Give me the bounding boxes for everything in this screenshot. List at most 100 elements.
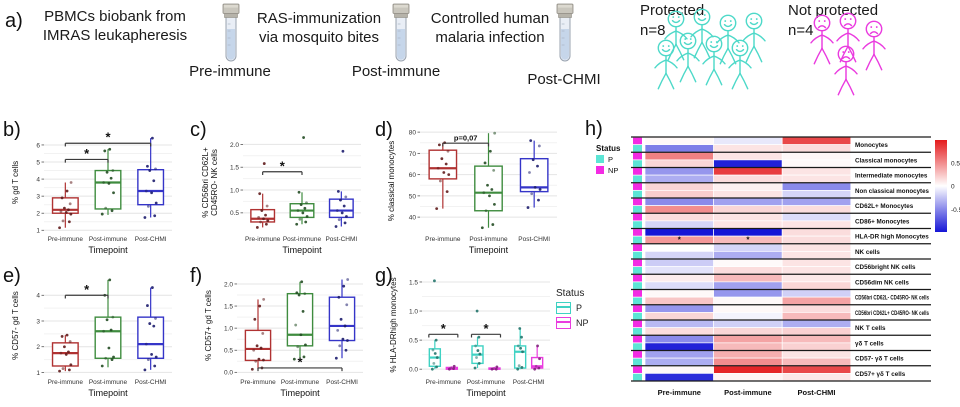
svg-text:% CD57- gd T cells: % CD57- gd T cells — [11, 291, 20, 360]
svg-text:Post-CHMI: Post-CHMI — [325, 236, 357, 243]
svg-text:Post-immune: Post-immune — [89, 236, 128, 243]
svg-text:*: * — [84, 282, 90, 297]
svg-text:40: 40 — [409, 215, 417, 222]
svg-text:0.5: 0.5 — [409, 338, 418, 345]
svg-text:1: 1 — [36, 370, 40, 377]
svg-text:*: * — [483, 321, 489, 336]
not-protected-label: Not protected — [788, 2, 879, 19]
sample-tube-icon — [556, 3, 574, 62]
workflow-step-2-text: RAS-immunization via mosquito bites — [245, 10, 393, 48]
svg-text:% HLA-DRhigh monocytes: % HLA-DRhigh monocytes — [389, 277, 398, 372]
svg-text:*: * — [105, 130, 111, 145]
svg-text:4: 4 — [36, 176, 40, 183]
svg-text:CD57- γδ T cells: CD57- γδ T cells — [855, 356, 904, 363]
panel-d-label: d) — [375, 119, 393, 141]
svg-text:*: * — [441, 321, 447, 336]
timepoint-label-pre-immune: Pre-immune — [189, 63, 271, 80]
svg-text:γδ T cells: γδ T cells — [855, 340, 884, 347]
svg-text:NK T cells: NK T cells — [855, 325, 886, 332]
svg-text:CD86+ Monocytes: CD86+ Monocytes — [855, 218, 910, 225]
status-p-swatch — [556, 302, 571, 314]
svg-text:Pre-immune: Pre-immune — [426, 379, 462, 386]
workflow-step-3-line-1: Controlled human — [430, 10, 550, 27]
svg-text:Post-CHMI: Post-CHMI — [326, 379, 358, 386]
svg-text:0.5: 0.5 — [230, 210, 239, 217]
svg-text:% classical monocytes: % classical monocytes — [387, 141, 396, 221]
svg-text:p=0,07: p=0,07 — [454, 134, 478, 143]
svg-text:80: 80 — [409, 130, 417, 137]
svg-text:1.0: 1.0 — [224, 326, 233, 333]
timepoint-label-post-chmi: Post-CHMI — [527, 71, 601, 88]
svg-text:Non classical monocytes: Non classical monocytes — [855, 188, 929, 195]
protected-stick-figures — [654, 8, 766, 90]
svg-text:Timepoint: Timepoint — [88, 388, 128, 398]
svg-text:Post-immune: Post-immune — [467, 379, 506, 386]
svg-text:Pre-immune: Pre-immune — [658, 388, 701, 397]
panel-g-label: g) — [375, 265, 393, 287]
workflow-step-1-line-1: PBMCs biobank from — [44, 8, 186, 25]
svg-text:Pre-immune: Pre-immune — [48, 236, 84, 243]
panel-f-label: f) — [190, 265, 203, 287]
svg-text:2: 2 — [36, 344, 40, 351]
svg-text:*: * — [746, 236, 750, 245]
svg-text:% gd T cells: % gd T cells — [11, 161, 20, 204]
svg-text:Post-immune: Post-immune — [281, 379, 320, 386]
svg-text:CD56bri CD62L+ CD45RO- NK cell: CD56bri CD62L+ CD45RO- NK cells — [855, 310, 929, 317]
status-legend: Status P NP — [556, 288, 589, 332]
svg-text:60: 60 — [409, 172, 417, 179]
svg-text:Post-CHMI: Post-CHMI — [135, 379, 167, 386]
svg-text:1.5: 1.5 — [230, 165, 239, 172]
svg-text:0.5: 0.5 — [224, 348, 233, 355]
svg-text:50: 50 — [409, 193, 417, 200]
svg-text:CD56bright NK cells: CD56bright NK cells — [855, 264, 916, 271]
svg-text:0.5: 0.5 — [951, 160, 960, 167]
svg-text:Timepoint: Timepoint — [466, 388, 506, 398]
panel-h-label: h) — [585, 118, 603, 140]
svg-text:*: * — [678, 236, 682, 245]
svg-text:Timepoint: Timepoint — [282, 245, 322, 255]
svg-text:3: 3 — [36, 194, 40, 201]
svg-text:*: * — [297, 354, 303, 369]
svg-text:Post-immune: Post-immune — [724, 388, 772, 397]
panel-e-label: e) — [3, 265, 21, 287]
svg-text:0.0: 0.0 — [224, 370, 233, 377]
svg-text:1.5: 1.5 — [409, 279, 418, 286]
svg-text:CD62L+ Monocytes: CD62L+ Monocytes — [855, 203, 914, 210]
svg-text:Post-CHMI: Post-CHMI — [518, 236, 550, 243]
sample-tube-icon — [222, 3, 240, 62]
svg-text:CD56bri CD62L- CD45RO- NK cell: CD56bri CD62L- CD45RO- NK cells — [855, 295, 929, 302]
workflow-step-1-line-2: IMRAS leukapheresis — [42, 26, 188, 44]
svg-text:Post-CHMI: Post-CHMI — [798, 388, 836, 397]
svg-text:0.0: 0.0 — [409, 367, 418, 374]
boxplot-cd57pos-gd-t-cells: 0.00.51.01.52.0% CD57+ gd T cellsPre-imm… — [204, 276, 363, 398]
svg-text:Classical monocytes: Classical monocytes — [855, 157, 918, 164]
svg-text:-0.5: -0.5 — [951, 207, 960, 214]
svg-text:*: * — [84, 146, 90, 161]
svg-text:P: P — [608, 155, 613, 164]
svg-text:CD57+ γδ T cells: CD57+ γδ T cells — [855, 371, 906, 378]
not-protected-n-label: n=4 — [788, 22, 814, 39]
svg-text:0: 0 — [951, 183, 955, 190]
protected-label: Protected — [640, 2, 705, 19]
svg-text:Post-immune: Post-immune — [89, 379, 128, 386]
workflow-step-1-text: PBMCs biobank from IMRAS leukapheresis — [24, 8, 206, 46]
status-legend-title: Status — [556, 288, 585, 299]
svg-text:5: 5 — [36, 159, 40, 166]
svg-text:Timepoint: Timepoint — [88, 245, 128, 255]
svg-text:NK cells: NK cells — [855, 249, 880, 256]
workflow-step-2-line-1: RAS-immunization — [256, 10, 382, 27]
svg-text:% CD57+ gd T cells: % CD57+ gd T cells — [204, 290, 213, 361]
sample-tube-icon — [392, 3, 410, 62]
svg-text:70: 70 — [409, 151, 417, 158]
svg-text:2.0: 2.0 — [224, 281, 233, 288]
svg-text:*: * — [280, 158, 286, 173]
svg-text:Pre-immune: Pre-immune — [425, 236, 461, 243]
svg-text:3: 3 — [36, 318, 40, 325]
protected-n-label: n=8 — [640, 22, 666, 39]
svg-text:Pre-immune: Pre-immune — [48, 379, 84, 386]
not-protected-stick-figures — [810, 12, 886, 96]
boxplot-classical-monocytes: 40 50 60 70 80 % classical monocytesPre-immun… — [387, 130, 557, 255]
svg-text:Post-CHMI: Post-CHMI — [513, 379, 545, 386]
